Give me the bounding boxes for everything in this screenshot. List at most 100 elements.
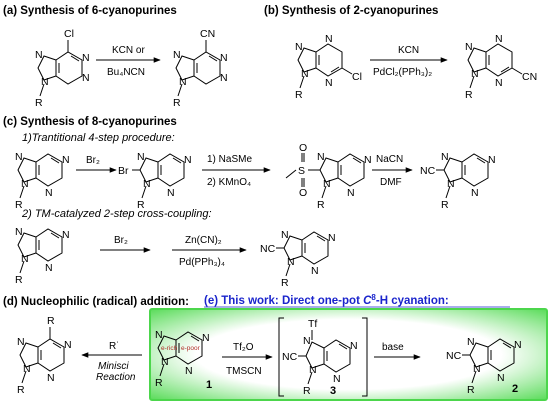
svg-text:N: N [317,151,325,163]
c2-purine: N N N N R [15,226,70,286]
compound-1-label: 1 [206,379,212,391]
svg-text:N: N [364,154,372,166]
e-step2: base [382,342,404,353]
svg-text:N: N [347,187,355,199]
svg-text:R: R [15,199,23,211]
svg-text:N: N [311,265,319,277]
svg-text:R: R [173,97,181,109]
svg-text:Cl: Cl [352,71,362,83]
svg-text:Tf: Tf [308,318,317,330]
svg-text:N: N [185,365,193,377]
d-reaction-bottom: Reaction [96,372,136,383]
c2-step2-top: Zn(CN)₂ [185,235,222,246]
bracket-right [362,317,368,397]
svg-text:N: N [15,226,23,238]
bracket-left [278,317,284,397]
svg-text:N: N [17,336,25,348]
e-product-2: NC N N N N R [446,336,522,396]
this-work-panel [149,308,548,401]
svg-text:N: N [155,329,163,341]
svg-text:N: N [62,229,70,241]
svg-text:N: N [45,262,53,274]
e-compound-1: N N N N R e-rich e-poor [155,329,210,389]
svg-text:R: R [15,274,23,286]
svg-text:N: N [495,77,503,89]
b-product: CN N N N N R [465,33,537,101]
svg-text:R: R [155,377,163,389]
svg-text:N: N [488,154,496,166]
svg-text:N: N [137,151,145,163]
section-d-title: (d) Nucleophilic (radical) addition: [3,296,189,308]
e-step1-bottom: TMSCN [226,366,262,377]
svg-text:N: N [473,363,481,375]
route1-label: 1)Trantitional 4-step procedure: [22,132,175,144]
svg-text:O: O [299,142,307,154]
svg-text:N: N [82,72,90,84]
svg-text:N: N [64,339,72,351]
c2-step1-reagent: Br₂ [114,235,128,246]
a-product: CN N N N N R [173,28,228,109]
c1-step2-top: 1) NaSMe [207,154,252,165]
svg-text:N: N [143,178,151,190]
svg-text:N: N [441,151,449,163]
c1-step1-reagent: Br₂ [86,155,100,166]
c1-step2-bottom: 2) KMnO₄ [207,177,251,188]
svg-text:CN: CN [200,28,215,40]
svg-text:N: N [167,187,175,199]
b-reagent-bottom: PdCl₂(PPh₃)₂ [373,67,432,78]
svg-text:N: N [287,256,295,268]
svg-text:R: R [137,199,145,211]
svg-text:N: N [497,372,505,384]
svg-text:R: R [295,89,303,101]
d-reagent: R˙ [109,341,120,352]
svg-text:N: N [82,52,90,64]
svg-text:N: N [333,373,341,385]
svg-text:N: N [323,178,331,190]
e-rich-label: e-rich [161,345,178,352]
svg-text:NC: NC [420,165,436,177]
c1-step3-bottom: DMF [380,177,402,188]
svg-text:NC: NC [282,351,298,363]
svg-text:N: N [295,41,303,53]
svg-text:N: N [328,232,336,244]
c1-step3-top: NaCN [376,154,403,165]
svg-text:Cl: Cl [64,28,74,40]
svg-text:NC: NC [260,243,276,255]
svg-text:R: R [465,89,473,101]
svg-text:N: N [281,229,289,241]
b-reagent-top: KCN [398,45,419,56]
svg-text:R: R [441,199,449,211]
svg-text:R: R [303,385,311,397]
svg-text:R: R [467,384,475,396]
svg-text:N: N [45,187,53,199]
svg-text:N: N [325,33,333,45]
compound-2-label: 2 [512,383,518,395]
svg-text:N: N [309,364,317,376]
svg-text:N: N [47,372,55,384]
svg-text:N: N [350,340,358,352]
e-intermediate-3: Tf NC N N N N R [282,318,358,397]
svg-text:NC: NC [446,350,462,362]
svg-text:N: N [471,68,479,80]
d-product: R N N N N R [17,315,72,396]
svg-text:N: N [161,356,169,368]
svg-text:R: R [281,277,289,289]
svg-text:N: N [514,339,522,351]
c1-product: NC N N N N R [420,151,496,211]
svg-text:S: S [298,165,305,177]
svg-text:CN: CN [522,71,537,83]
svg-text:N: N [447,178,455,190]
route2-label: 2) TM-catalyzed 2-step cross-coupling: [21,208,212,220]
e-poor-label: e-poor [181,345,201,352]
compound-3-label: 3 [330,385,336,397]
svg-text:N: N [495,33,503,45]
c1-bromopurine: Br N N N N R [118,151,192,211]
a-reagent-bottom: Bu₄NCN [107,67,145,78]
svg-text:N: N [15,151,23,163]
svg-text:N: N [202,332,210,344]
svg-text:N: N [467,336,475,348]
svg-text:N: N [220,52,228,64]
svg-text:R: R [317,199,325,211]
svg-text:N: N [465,41,473,53]
